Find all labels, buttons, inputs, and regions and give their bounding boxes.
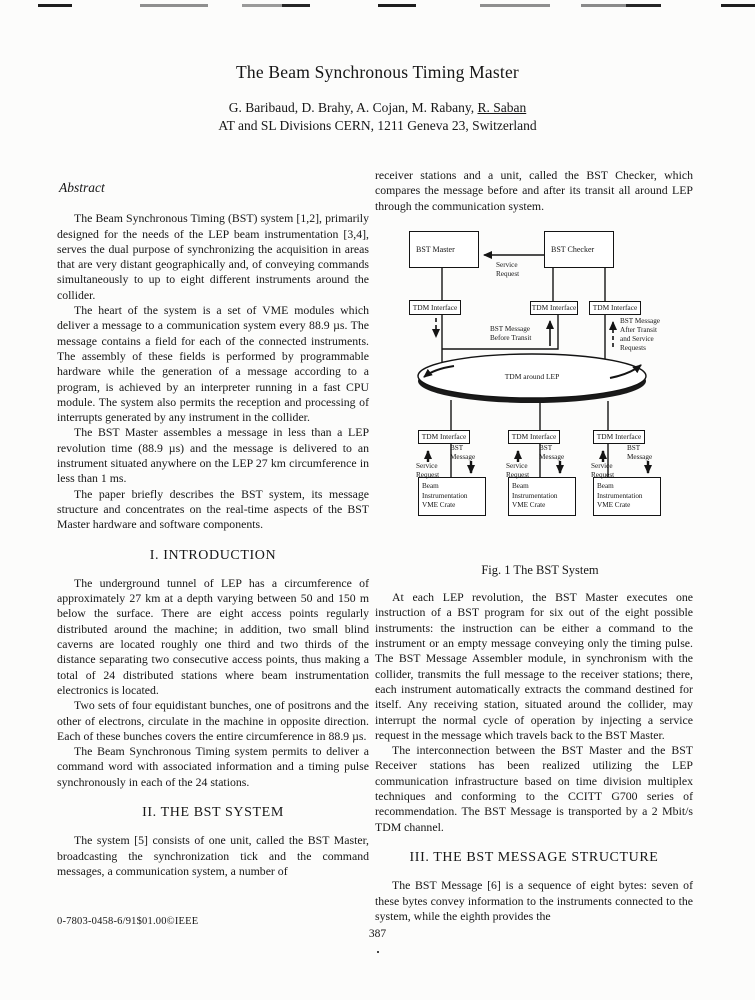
page-number: 387 (368, 928, 387, 940)
bst-system-paragraph: The system [5] consists of one unit, cal… (57, 833, 369, 878)
intro-paragraph: The underground tunnel of LEP has a circ… (57, 575, 369, 697)
crate-label: Beam Instrumentation (512, 482, 558, 500)
crate-label: VME Crate (597, 501, 631, 510)
service-request-label: Service Request (496, 260, 520, 278)
bst-master-box: BST Master (409, 230, 479, 268)
tdm-interface-box: TDM Interface (593, 429, 645, 444)
bst-message-label: BST Message (539, 443, 565, 461)
vme-crate-box: Beam Instrumentation VME Crate (508, 476, 576, 516)
bst-master-label: BST Master (416, 244, 455, 254)
bst-checker-box: BST Checker (544, 230, 614, 268)
tdm-interface-box: TDM Interface (589, 300, 641, 315)
msg-before-label: BST Message Before Transit (490, 324, 532, 342)
paper-affiliation: AT and SL Divisions CERN, 1211 Geneva 23… (218, 118, 537, 133)
continued-paragraph: receiver stations and a unit, called the… (375, 168, 693, 213)
abstract-paragraph: The Beam Synchronous Timing (BST) system… (57, 211, 369, 302)
tdm-interface-box: TDM Interface (508, 429, 560, 444)
service-request-label: Service Request (506, 461, 530, 479)
bst-message-label: BST Message (627, 443, 653, 461)
abstract-paragraph: The heart of the system is a set of VME … (57, 303, 369, 425)
paper-title: The Beam Synchronous Timing Master (236, 62, 519, 82)
left-column: Abstract The Beam Synchronous Timing (BS… (57, 180, 369, 879)
right-column: receiver stations and a unit, called the… (375, 168, 693, 924)
body-paragraph: The interconnection between the BST Mast… (375, 743, 693, 834)
abstract-paragraph: The BST Master assembles a message in le… (57, 425, 369, 486)
msg-after-label: BST Message After Transit and Service Re… (620, 316, 660, 352)
crate-label: Beam Instrumentation (597, 482, 643, 500)
bst-checker-label: BST Checker (551, 244, 595, 254)
ring-flow-arrow-left (423, 364, 455, 378)
crate-label: Beam Instrumentation (422, 482, 468, 500)
intro-paragraph: The Beam Synchronous Timing system permi… (57, 744, 369, 789)
intro-paragraph: Two sets of four equidistant bunches, on… (57, 698, 369, 743)
tdm-interface-label: TDM Interface (511, 432, 557, 442)
abstract-heading: Abstract (59, 180, 105, 195)
body-paragraph: At each LEP revolution, the BST Master e… (375, 590, 693, 742)
author-underlined: R. Saban (477, 100, 527, 115)
tdm-interface-box: TDM Interface (409, 299, 461, 315)
body-paragraph: The BST Message [6] is a sequence of eig… (375, 878, 693, 923)
tdm-interface-box: TDM Interface (418, 429, 470, 444)
title-block: The Beam Synchronous Timing Master G. Ba… (0, 62, 755, 134)
bst-message-label: BST Message (450, 443, 476, 461)
tdm-interface-label: TDM Interface (531, 303, 577, 313)
service-request-label: Service Request (591, 461, 615, 479)
ring-label: TDM around LEP (504, 371, 560, 381)
figure-connectors (417, 250, 652, 477)
tdm-interface-label: TDM Interface (412, 302, 458, 312)
service-request-label: Service Request (416, 461, 440, 479)
tdm-interface-label: TDM Interface (596, 432, 642, 442)
section-heading-message-structure: III. THE BST MESSAGE STRUCTURE (409, 849, 659, 865)
tdm-ring (417, 353, 647, 399)
copyright-footer: 0-7803-0458-6/91$01.00©IEEE (57, 916, 199, 927)
ring-flow-arrow-right (609, 364, 642, 379)
abstract-paragraph: The paper briefly describes the BST syst… (57, 486, 369, 532)
section-heading-introduction: I. INTRODUCTION (149, 547, 277, 563)
tdm-interface-label: TDM Interface (421, 432, 467, 442)
authors-text: G. Baribaud, D. Brahy, A. Cojan, M. Raba… (228, 100, 478, 115)
tdm-interface-label: TDM Interface (592, 303, 638, 313)
crate-label: VME Crate (422, 501, 456, 510)
paper-authors: G. Baribaud, D. Brahy, A. Cojan, M. Raba… (0, 100, 755, 116)
vme-crate-box: Beam Instrumentation VME Crate (418, 476, 486, 516)
tdm-interface-box: TDM Interface (530, 300, 578, 315)
figure-caption: Fig. 1 The BST System (481, 562, 599, 577)
figure-bst-system: BST Master BST Checker TDM Interface TDM… (390, 225, 690, 557)
crate-label: VME Crate (512, 501, 546, 510)
section-heading-bst-system: II. THE BST SYSTEM (142, 804, 284, 820)
vme-crate-box: Beam Instrumentation VME Crate (593, 476, 661, 516)
